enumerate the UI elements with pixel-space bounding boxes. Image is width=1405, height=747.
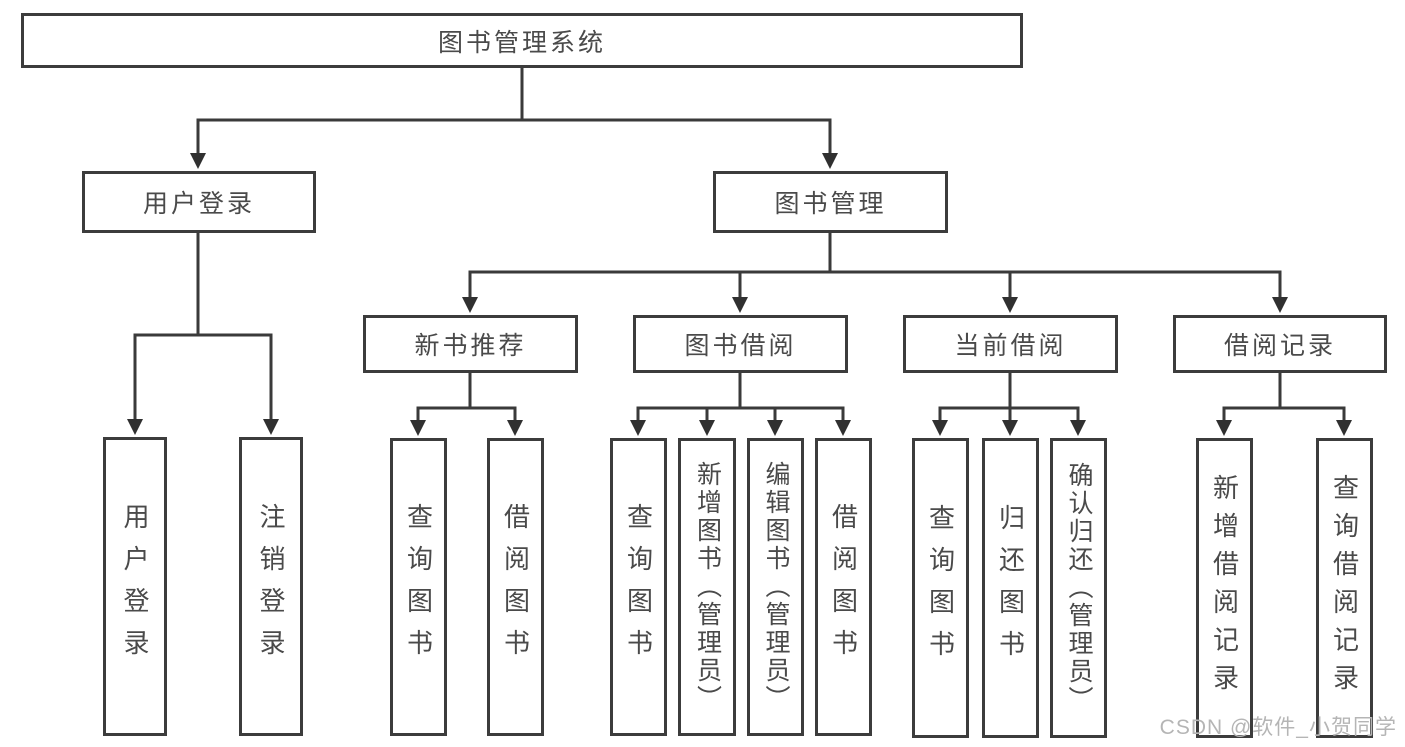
leaf-newbook-borrow-books-label: 借阅图书	[500, 503, 531, 671]
leaf-current-query-books-label: 查询图书	[925, 504, 956, 672]
node-user-login-label: 用户登录	[142, 190, 255, 218]
leaf-current-query-books: 查询图书	[912, 438, 969, 738]
connector-currentborrow-to-leaves	[938, 373, 1080, 422]
leaf-borrow-query-books-label: 查询图书	[623, 503, 654, 671]
leaf-borrow-add-books-admin-label: 新增图书（管理员）	[693, 461, 722, 713]
leaf-logout: 注销登录	[239, 437, 303, 736]
leaf-records-add-record-label: 新增借阅记录	[1209, 474, 1240, 702]
leaf-user-login: 用户登录	[103, 437, 167, 736]
leaf-borrow-add-books-admin: 新增图书（管理员）	[678, 438, 736, 736]
csdn-watermark: CSDN @软件_小贺同学	[1159, 716, 1397, 739]
node-book-management-label: 图书管理	[774, 190, 887, 218]
leaf-records-add-record: 新增借阅记录	[1196, 438, 1253, 738]
leaf-borrow-query-books: 查询图书	[610, 438, 667, 736]
connector-userlogin-to-leaves	[133, 233, 273, 421]
node-new-book-recommend-label: 新书推荐	[414, 332, 527, 360]
leaf-records-query-record-label: 查询借阅记录	[1329, 474, 1360, 702]
node-new-book-recommend: 新书推荐	[363, 315, 578, 373]
node-book-borrow-label: 图书借阅	[684, 332, 797, 360]
leaf-records-query-record: 查询借阅记录	[1316, 438, 1373, 738]
node-book-management: 图书管理	[713, 171, 948, 233]
leaf-newbook-query-books-label: 查询图书	[403, 503, 434, 671]
node-borrow-records-label: 借阅记录	[1223, 332, 1336, 360]
connector-records-to-leaves	[1222, 373, 1346, 422]
leaf-current-return-books-label: 归还图书	[995, 504, 1026, 672]
node-book-borrow: 图书借阅	[633, 315, 848, 373]
leaf-newbook-query-books: 查询图书	[390, 438, 447, 736]
leaf-logout-label: 注销登录	[256, 502, 286, 671]
leaf-current-return-books: 归还图书	[982, 438, 1039, 738]
arrowheads	[127, 153, 1352, 436]
connector-bookmgmt-to-level2	[468, 233, 1282, 299]
leaf-borrow-borrow-books: 借阅图书	[815, 438, 872, 736]
leaf-current-confirm-return-admin: 确认归还（管理员）	[1050, 438, 1107, 738]
node-system-root: 图书管理系统	[21, 13, 1023, 68]
leaf-borrow-edit-books-admin: 编辑图书（管理员）	[747, 438, 804, 736]
leaf-user-login-label: 用户登录	[120, 502, 150, 671]
leaf-borrow-borrow-books-label: 借阅图书	[828, 503, 859, 671]
node-user-login: 用户登录	[82, 171, 316, 233]
leaf-current-confirm-return-admin-label: 确认归还（管理员）	[1065, 462, 1093, 714]
node-current-borrow-label: 当前借阅	[954, 332, 1067, 360]
connector-bookborrow-to-leaves	[636, 373, 845, 422]
connector-newbook-to-leaves	[416, 373, 517, 422]
node-current-borrow: 当前借阅	[903, 315, 1118, 373]
leaf-borrow-edit-books-admin-label: 编辑图书（管理员）	[762, 461, 790, 713]
node-system-root-label: 图书管理系统	[437, 28, 606, 57]
node-borrow-records: 借阅记录	[1173, 315, 1387, 373]
connector-root-to-level1	[196, 68, 832, 156]
leaf-newbook-borrow-books: 借阅图书	[487, 438, 544, 736]
